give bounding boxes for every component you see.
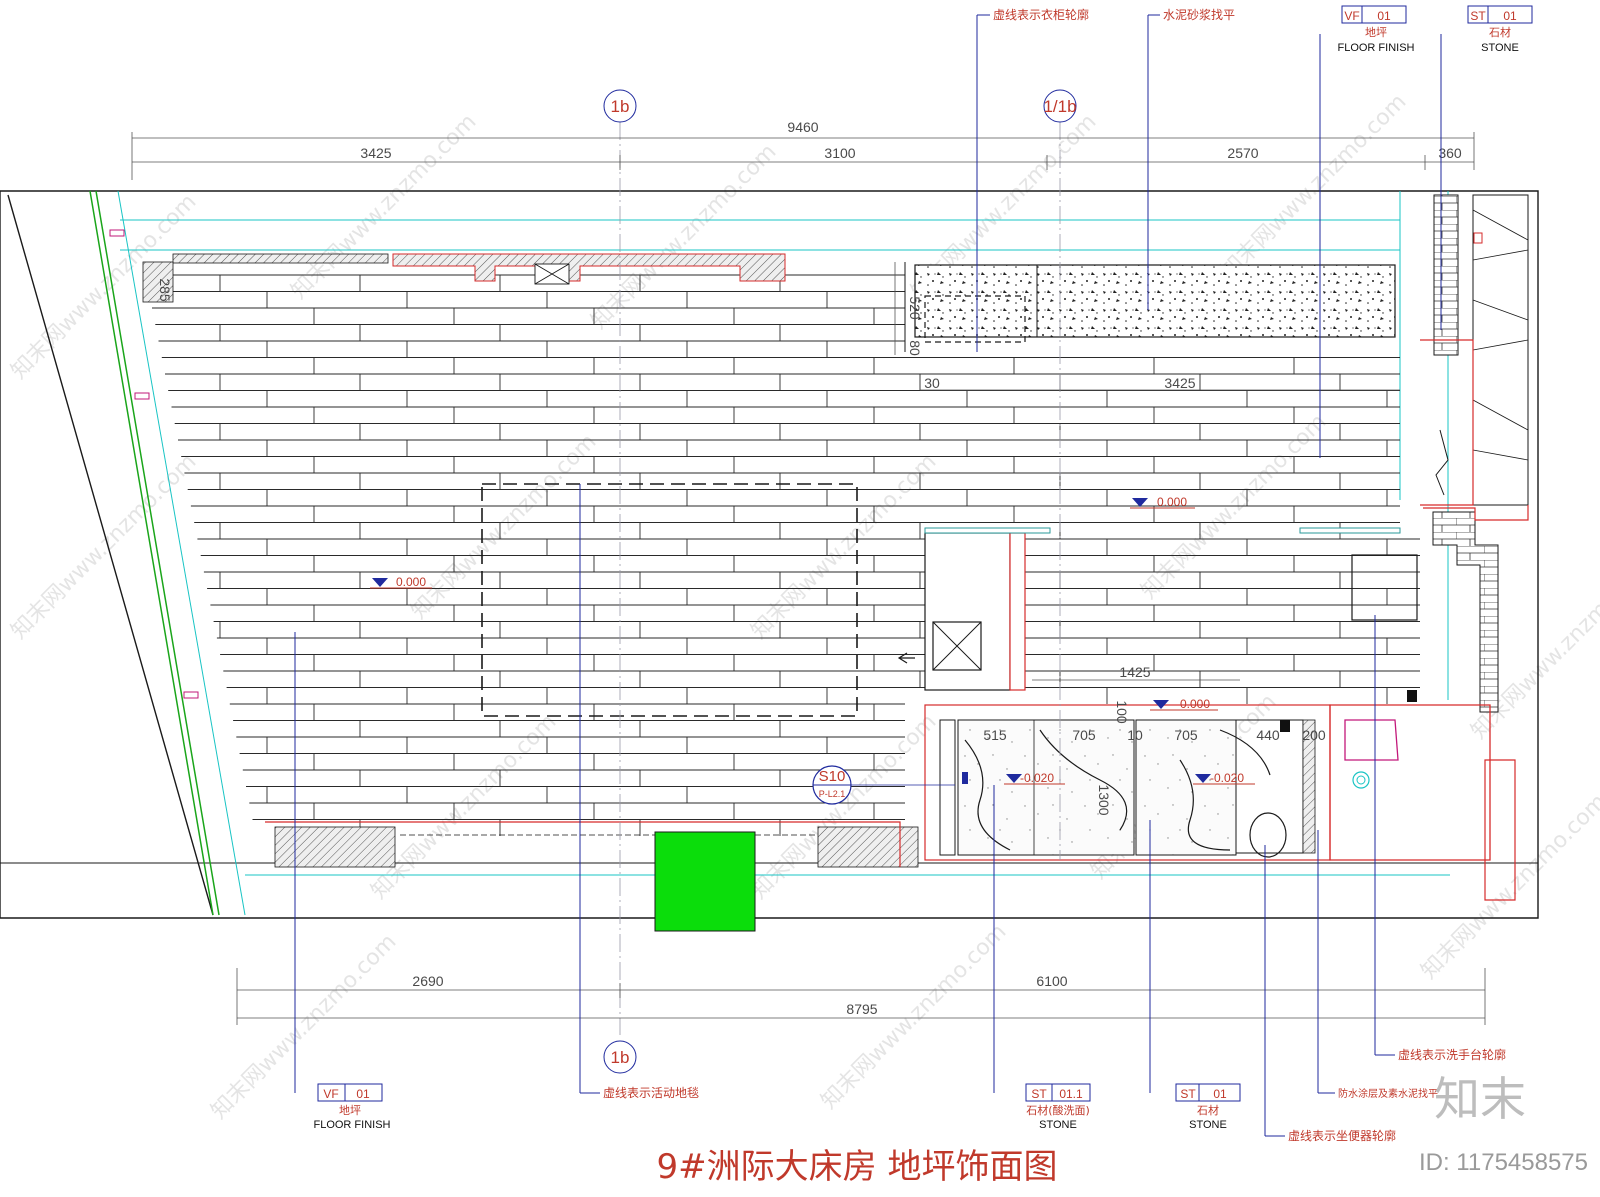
dim-bath-10: 10 <box>1127 727 1143 743</box>
dim-bath-200: 200 <box>1302 727 1326 743</box>
dim-total-bottom: 8795 <box>846 1001 877 1017</box>
level-marker-bath-left: -0.020 <box>1004 771 1065 785</box>
dim-wall-285: 285 <box>157 278 173 302</box>
note-waterproof: 防水涂层及素水泥找平 <box>1338 1087 1438 1100</box>
svg-text:石材(酸洗面): 石材(酸洗面) <box>1026 1103 1090 1117</box>
carpet-outline <box>481 483 858 717</box>
entry-block <box>897 527 1401 691</box>
axis-lines <box>619 122 1061 1035</box>
svg-text:ST: ST <box>1470 9 1486 23</box>
svg-text:STONE: STONE <box>1481 42 1519 54</box>
dim-bath-1300: 1300 <box>1096 784 1112 815</box>
facade-glazing <box>89 190 246 916</box>
svg-text:1/1b: 1/1b <box>1043 97 1076 116</box>
drawing-title: 9#洲际大床房 地坪饰面图 <box>657 1147 1058 1187</box>
material-tag-st-acid: ST 01.1 石材(酸洗面) STONE <box>1025 1083 1091 1131</box>
brand-logo: 知末 <box>1434 1072 1526 1126</box>
dim-bath-100: 100 <box>1114 700 1130 724</box>
svg-text:石材: 石材 <box>1489 25 1511 39</box>
dim-top-b: 3100 <box>824 145 855 161</box>
svg-text:01: 01 <box>1503 9 1517 23</box>
dim-bath-1425: 1425 <box>1119 664 1150 680</box>
svg-text:地坪: 地坪 <box>339 1104 361 1117</box>
svg-text:0.000: 0.000 <box>1180 697 1210 711</box>
dimension-labels: 9460 3425 3100 2570 360 2690 6100 8795 5… <box>157 119 1462 1017</box>
svg-text:1b: 1b <box>611 97 630 116</box>
dim-total-top: 9460 <box>787 119 818 135</box>
section-mark: S10 P-L2.1 <box>812 765 955 805</box>
level-marker-bath-top: 0.000 <box>1150 697 1218 711</box>
axis-bubble-bottom-1b: 1b <box>603 1040 637 1074</box>
dim-bath-515: 515 <box>983 727 1007 743</box>
material-tag-st-top: ST 01 石材 STONE <box>1467 5 1533 54</box>
dim-bottom-a: 2690 <box>412 973 443 989</box>
svg-text:S10: S10 <box>819 768 846 785</box>
svg-text:0.000: 0.000 <box>396 575 426 589</box>
watermark-text: 知末网www.znzmo.com <box>1217 89 1412 284</box>
dim-top-c: 2570 <box>1227 145 1258 161</box>
svg-text:01: 01 <box>1377 9 1391 23</box>
dim-bath-705b: 705 <box>1174 727 1198 743</box>
dim-bath-440: 440 <box>1256 727 1280 743</box>
bathroom-zone <box>924 704 1516 901</box>
watermark-text: 知末网www.znzmo.com <box>7 449 202 644</box>
image-id: ID: 1175458575 <box>1419 1149 1588 1176</box>
top-wall-niche <box>142 253 786 303</box>
dim-wardrobe-30: 30 <box>924 375 940 391</box>
basin-outline <box>1351 554 1418 702</box>
dim-wardrobe-520: 520 <box>907 296 923 320</box>
level-marker-room-right: 0.000 <box>1130 495 1195 509</box>
svg-text:VF: VF <box>323 1087 338 1101</box>
svg-text:ST: ST <box>1031 1087 1047 1101</box>
right-wall <box>1420 194 1529 713</box>
dim-bath-705a: 705 <box>1072 727 1096 743</box>
dim-top-d: 360 <box>1438 145 1462 161</box>
note-basin: 虚线表示洗手台轮廓 <box>1398 1047 1506 1062</box>
svg-text:FLOOR FINISH: FLOOR FINISH <box>313 1119 390 1131</box>
svg-text:FLOOR FINISH: FLOOR FINISH <box>1337 42 1414 54</box>
dim-top-a: 3425 <box>360 145 391 161</box>
material-tag-st-bottom: ST 01 石材 STONE <box>1175 1083 1241 1131</box>
svg-text:STONE: STONE <box>1039 1119 1077 1131</box>
svg-text:1b: 1b <box>611 1048 630 1067</box>
svg-text:-0.020: -0.020 <box>1020 771 1054 785</box>
watermark-layer: 知末网www.znzmo.com 知末网www.znzmo.com 知末网www.z… <box>7 89 1600 1124</box>
svg-text:石材: 石材 <box>1197 1103 1219 1117</box>
wardrobe-zone <box>904 262 1396 352</box>
svg-text:P-L2.1: P-L2.1 <box>819 789 846 799</box>
bottom-wall <box>265 821 919 932</box>
svg-text:ST: ST <box>1180 1087 1196 1101</box>
level-marker-bath-right: -0.020 <box>1193 771 1255 785</box>
material-tag-vf-top: VF 01 地坪 FLOOR FINISH <box>1337 5 1415 54</box>
note-wardrobe: 虚线表示衣柜轮廓 <box>993 7 1089 22</box>
note-carpet: 虚线表示活动地毯 <box>603 1086 699 1100</box>
level-markers: 0.000 0.000 0.000 -0.020 -0.020 <box>370 495 1255 785</box>
axis-bubble-top-1b: 1b <box>603 89 637 123</box>
note-cement: 水泥砂浆找平 <box>1163 7 1235 22</box>
watermark-text: 知末网www.znzmo.com <box>1417 789 1600 984</box>
svg-text:地坪: 地坪 <box>1365 26 1387 39</box>
annotation-notes: 虚线表示衣柜轮廓 水泥砂浆找平 虚线表示活动地毯 虚线表示洗手台轮廓 防水涂层及… <box>603 7 1506 1143</box>
watermark-text: 知末网www.znzmo.com <box>407 429 602 624</box>
leader-lines <box>294 14 1442 1137</box>
svg-text:VF: VF <box>1344 9 1359 23</box>
dimension-lines <box>131 132 1486 1025</box>
axis-bubble-top-1-1b: 1/1b <box>1043 89 1077 123</box>
svg-text:01: 01 <box>1213 1087 1227 1101</box>
note-toilet: 虚线表示坐便器轮廓 <box>1288 1128 1396 1143</box>
dim-bottom-b: 6100 <box>1036 973 1067 989</box>
svg-text:01: 01 <box>356 1087 370 1101</box>
svg-text:STONE: STONE <box>1189 1119 1227 1131</box>
watermark-text: 知末网www.znzmo.com <box>747 449 942 644</box>
watermark-text: 知末网www.znzmo.com <box>587 139 782 334</box>
svg-text:-0.020: -0.020 <box>1210 771 1244 785</box>
material-tag-vf-bottom: VF 01 地坪 FLOOR FINISH <box>313 1083 391 1131</box>
dim-wardrobe-3425: 3425 <box>1164 375 1195 391</box>
svg-text:01.1: 01.1 <box>1059 1087 1083 1101</box>
level-marker-room-left: 0.000 <box>370 575 432 589</box>
svg-text:0.000: 0.000 <box>1157 495 1187 509</box>
dim-wardrobe-80: 80 <box>907 340 923 356</box>
outer-walls <box>0 190 1539 919</box>
